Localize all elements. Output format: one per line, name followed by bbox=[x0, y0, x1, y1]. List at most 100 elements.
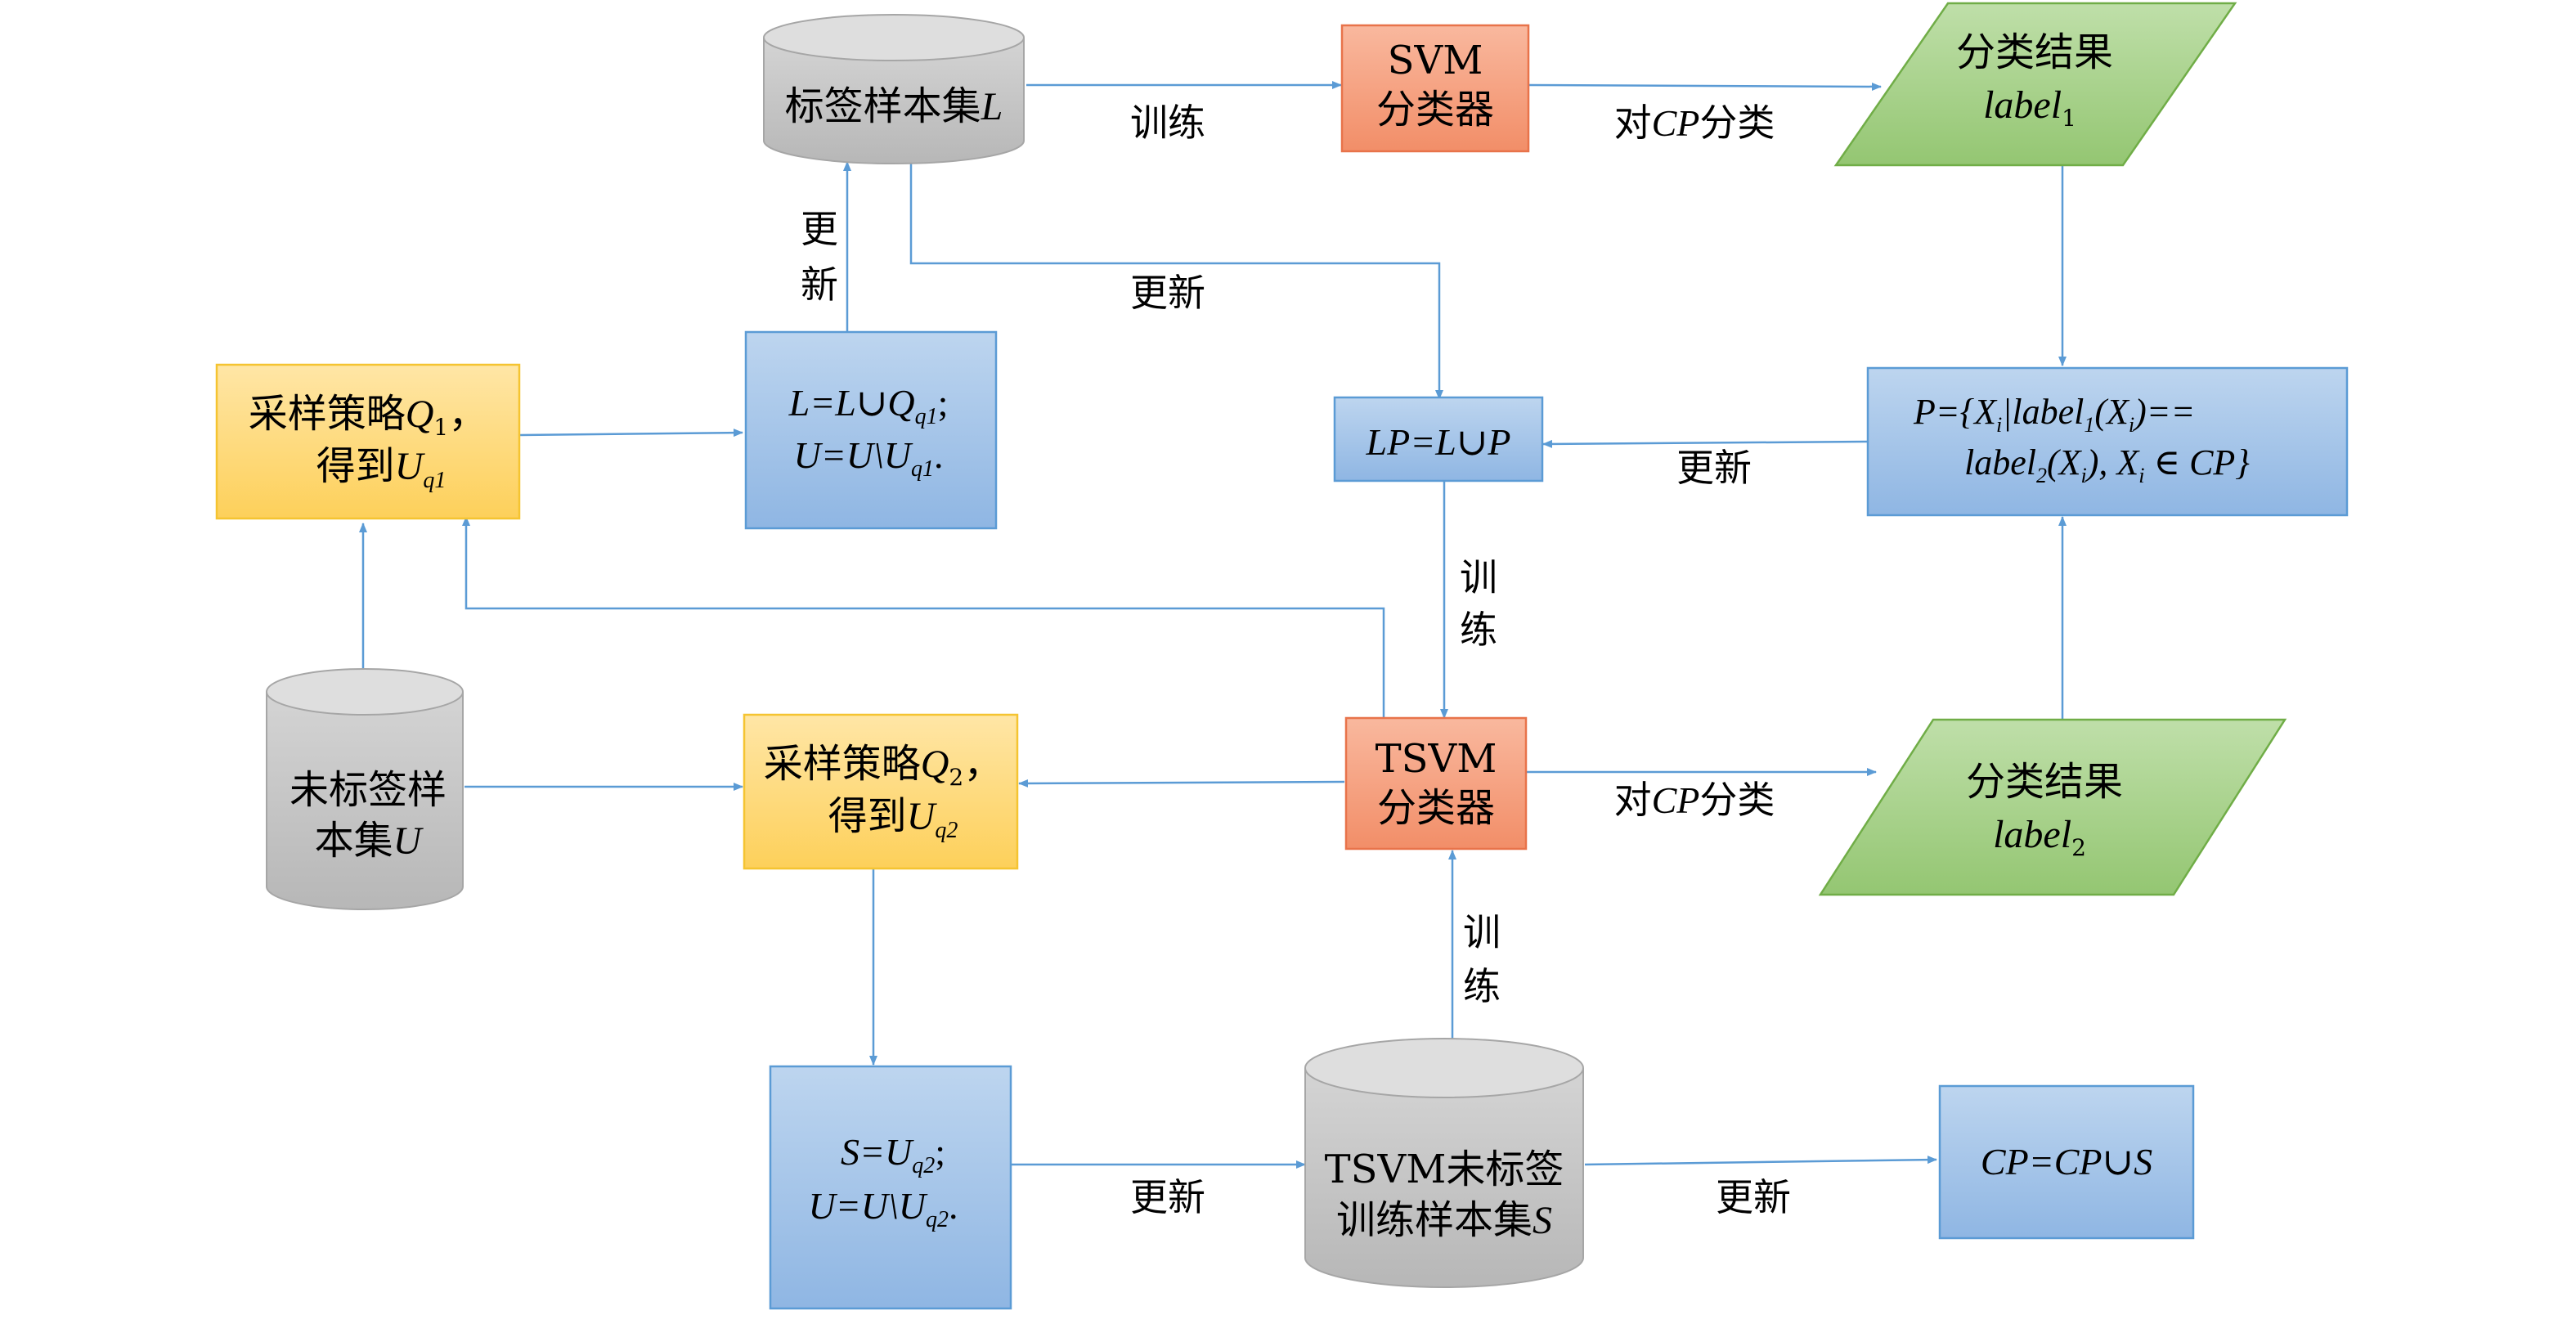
q1-prefix: 采样策略 bbox=[249, 391, 406, 437]
svg-text:采样策略Q1，: 采样策略Q1， bbox=[249, 391, 488, 441]
svg-text:P={Xi|label1(Xi)==: P={Xi|label1(Xi)== bbox=[1913, 392, 2195, 437]
svg-text:U=U\Uq2.: U=U\Uq2. bbox=[809, 1185, 958, 1232]
labeled-set-label: 标签样本集 bbox=[785, 83, 981, 129]
pset-line2-c: ), X bbox=[2085, 442, 2141, 482]
update-l-line1: L=L∪Q bbox=[788, 382, 915, 424]
update-s-sub2: q2 bbox=[926, 1207, 949, 1232]
label-classify2-suffix: 分类 bbox=[1699, 778, 1775, 822]
result1-sub: 1 bbox=[2062, 105, 2076, 132]
pset-d: )== bbox=[2132, 392, 2195, 432]
svm-line1: SVM bbox=[1388, 38, 1483, 83]
svg-text:对CP分类: 对CP分类 bbox=[1614, 101, 1775, 145]
svm-line2: 分类器 bbox=[1376, 87, 1494, 132]
edge-labels: 训练 对CP分类 更 新 更新 更新 训 练 对CP分类 训 练 更新 更新 bbox=[801, 101, 1791, 1219]
svg-text:S=Uq2;: S=Uq2; bbox=[841, 1131, 945, 1178]
label-update-lp: 更新 bbox=[1130, 271, 1205, 315]
edge-tsvm-to-q2 bbox=[1018, 779, 1345, 788]
result2-var: label bbox=[1993, 813, 2071, 856]
svg-text:得到Uq2: 得到Uq2 bbox=[828, 793, 958, 843]
unlabeled-var: U bbox=[393, 819, 424, 863]
labeled-set-node: 标签样本集L bbox=[763, 14, 1025, 164]
svg-text:本集U: 本集U bbox=[315, 818, 424, 864]
q2-tail: ， bbox=[963, 741, 1003, 787]
edge-q1-to-updatel bbox=[519, 429, 743, 438]
label-update-v2-a: 新 bbox=[801, 263, 838, 307]
update-s-sub1: q2 bbox=[912, 1153, 935, 1178]
result1-line1: 分类结果 bbox=[1956, 29, 2113, 75]
unlabeled-line1: 未标签样 bbox=[289, 767, 447, 813]
pset-line2-b: (X bbox=[2047, 442, 2083, 482]
svg-text:对CP分类: 对CP分类 bbox=[1614, 778, 1775, 822]
q1-line2-prefix: 得到 bbox=[316, 443, 395, 489]
tsvm-line1: TSVM bbox=[1376, 736, 1497, 782]
q1-sub: 1 bbox=[433, 414, 448, 441]
label-classify1-var: CP bbox=[1652, 102, 1700, 144]
q2-sub: 2 bbox=[949, 764, 963, 791]
pset-line2-d: ∈ CP} bbox=[2145, 442, 2251, 482]
lp-text: LP=L∪P bbox=[1366, 421, 1511, 463]
sampling-q1-node: 采样策略Q1， 得到Uq1 bbox=[215, 363, 521, 520]
sampling-q2-node: 采样策略Q2， 得到Uq2 bbox=[743, 713, 1019, 870]
update-l-tail2: . bbox=[934, 434, 944, 476]
label-update-cp: 更新 bbox=[1716, 1175, 1791, 1219]
update-s-node: S=Uq2; U=U\Uq2. bbox=[769, 1065, 1012, 1310]
update-l-line2: U=U\U bbox=[794, 434, 913, 476]
result2-sub: 2 bbox=[2071, 834, 2086, 861]
q1-tail: ， bbox=[448, 391, 487, 437]
pset-c: (X bbox=[2094, 392, 2130, 432]
label-train-v1-b: 训 bbox=[1463, 910, 1501, 954]
svg-text:U=U\Uq1.: U=U\Uq1. bbox=[794, 434, 944, 482]
svg-text:标签样本集L: 标签样本集L bbox=[785, 83, 1003, 129]
q2-prefix: 采样策略 bbox=[764, 741, 921, 787]
tsvm-classifier-node: TSVM 分类器 bbox=[1344, 716, 1528, 851]
label-update-v1-a: 更 bbox=[801, 207, 838, 251]
tsvm-line2: 分类器 bbox=[1377, 785, 1495, 831]
update-l-sub2: q1 bbox=[911, 456, 934, 482]
tsvm-set-var: S bbox=[1533, 1199, 1552, 1242]
q2-var2: U bbox=[907, 795, 938, 838]
pset-a: P={X bbox=[1913, 392, 1998, 432]
edge-tsvm-to-q1 bbox=[462, 516, 1385, 718]
q2-sub2: q2 bbox=[935, 818, 958, 843]
label-train-v2-a: 练 bbox=[1460, 608, 1497, 652]
update-l-tail1: ; bbox=[938, 382, 949, 424]
label-train-top: 训练 bbox=[1130, 101, 1205, 145]
edge-pset-to-lp bbox=[1542, 439, 1868, 448]
label-classify1-suffix: 分类 bbox=[1699, 101, 1775, 145]
tsvm-set-node: TSVM未标签 训练样本集S bbox=[1304, 1038, 1584, 1288]
cp-node: CP=CP∪S bbox=[1938, 1084, 2195, 1240]
result2-node: 分类结果 label2 bbox=[1818, 718, 2287, 896]
result1-node: 分类结果 label1 bbox=[1833, 2, 2237, 167]
q1-var: Q bbox=[406, 393, 434, 436]
svg-text:得到Uq1: 得到Uq1 bbox=[316, 443, 447, 493]
label-classify2-prefix: 对 bbox=[1614, 778, 1652, 822]
pset-sub-i2: i bbox=[2129, 413, 2134, 437]
unlabeled-set-node: 未标签样 本集U bbox=[266, 668, 464, 910]
pset-sub-i3: i bbox=[2081, 464, 2087, 487]
label-update-s: 更新 bbox=[1130, 1175, 1205, 1219]
label-update-p: 更新 bbox=[1676, 446, 1752, 490]
pset-sub-2: 2 bbox=[2036, 464, 2047, 487]
q1-sub2: q1 bbox=[423, 468, 446, 493]
edges bbox=[359, 81, 2067, 1169]
label-classify1-prefix: 对 bbox=[1614, 101, 1652, 145]
svg-text:L=L∪Qq1;: L=L∪Qq1; bbox=[788, 382, 949, 429]
update-l-node: L=L∪Qq1; U=U\Uq1. bbox=[744, 330, 998, 530]
svg-text:训练样本集S: 训练样本集S bbox=[1336, 1197, 1552, 1243]
pset-line2-a: label bbox=[1964, 442, 2036, 482]
pset-b: |label bbox=[2002, 392, 2084, 432]
update-s-tail2: . bbox=[949, 1185, 958, 1227]
svg-text:label2: label2 bbox=[1993, 813, 2086, 861]
edge-labeled-to-lp bbox=[909, 162, 1443, 400]
tsvm-set-line2: 训练样本集 bbox=[1336, 1197, 1533, 1243]
edge-svm-to-result1 bbox=[1528, 82, 1882, 91]
result2-line1: 分类结果 bbox=[1966, 759, 2123, 805]
update-s-line1: S=U bbox=[841, 1131, 914, 1173]
cp-text: CP=CP∪S bbox=[1981, 1141, 2152, 1183]
q1-var2: U bbox=[395, 445, 426, 488]
lp-node: LP=L∪P bbox=[1333, 396, 1544, 482]
label-classify2-var: CP bbox=[1652, 779, 1700, 821]
svm-classifier-node: SVM 分类器 bbox=[1340, 24, 1530, 153]
